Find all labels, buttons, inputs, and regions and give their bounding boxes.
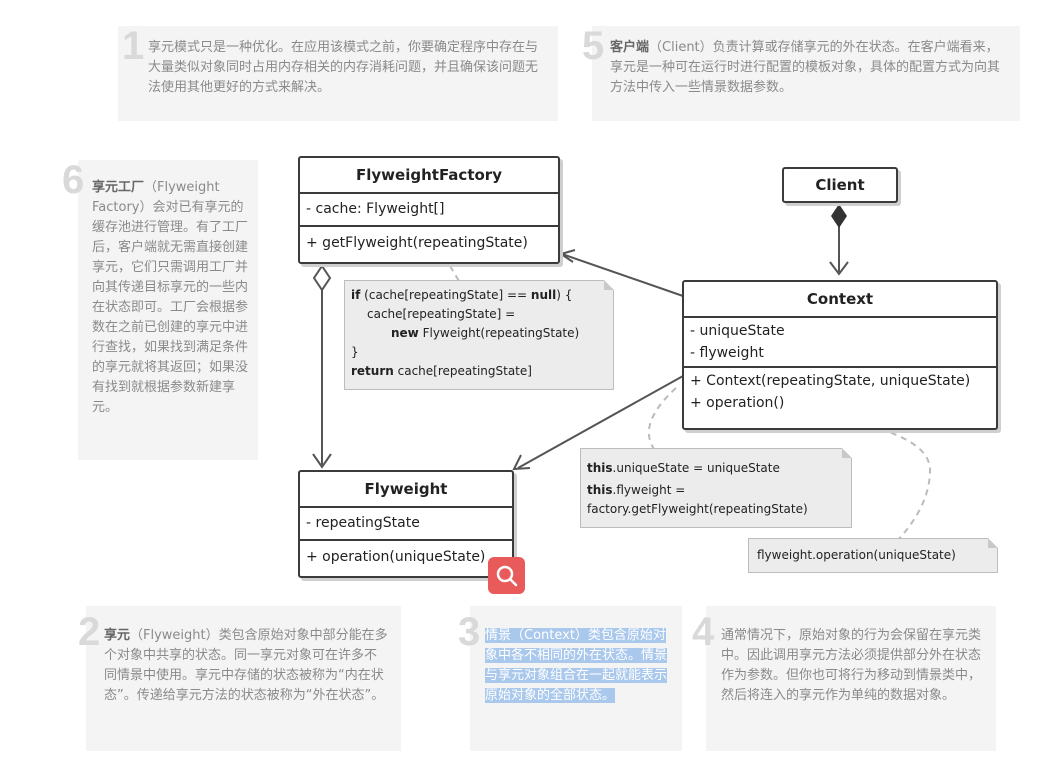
class-field: - repeatingState <box>306 515 420 531</box>
context-factory-link <box>561 253 684 297</box>
class-fields: - repeatingState <box>300 506 512 539</box>
note-bold: 客户端 <box>610 40 650 55</box>
note-text: 享元工厂（Flyweight Factory）会对已有享元的缓存池进行管理。有了… <box>92 178 254 418</box>
note-6: 6 享元工厂（Flyweight Factory）会对已有享元的缓存池进行管理。… <box>62 160 258 460</box>
note-number: 6 <box>62 158 85 202</box>
note-5: 5 客户端（Client）负责计算或存储享元的外在状态。在客户端看来，享元是一种… <box>582 26 1020 121</box>
class-flyweight: Flyweight - repeatingState + operation(u… <box>298 470 514 578</box>
class-name: FlyweightFactory <box>356 166 502 184</box>
class-fields: - cache: Flyweight[] <box>300 192 558 225</box>
note-text: 通常情况下，原始对象的行为会保留在享元类中。因此调用享元方法必须提供部分外在状态… <box>721 628 982 703</box>
note-2: 2 享元（Flyweight）类包含原始对象中部分能在多个对象中共享的状态。同一… <box>78 606 401 751</box>
class-name: Flyweight <box>364 480 448 498</box>
note-body: （Flyweight Factory）会对已有享元的缓存池进行管理。有了工厂后，… <box>92 180 249 415</box>
class-flyweight-factory: FlyweightFactory - cache: Flyweight[] + … <box>298 156 560 264</box>
code-line: return cache[repeatingState] <box>351 364 532 378</box>
code-line: this.flyweight = <box>587 483 686 497</box>
code-line: flyweight.operation(uniqueState) <box>757 548 956 562</box>
arrowhead-factory <box>558 249 576 263</box>
class-method: + Context(repeatingState, uniqueState) <box>690 373 971 389</box>
note-text: 享元（Flyweight）类包含原始对象中部分能在多个对象中共享的状态。同一享元… <box>104 626 389 706</box>
code-line: new Flyweight(repeatingState) <box>391 326 580 340</box>
note-number: 2 <box>78 610 101 654</box>
code-line: this.uniqueState = uniqueState <box>587 461 780 475</box>
note-number: 4 <box>692 610 715 654</box>
composition-diamond <box>831 204 847 228</box>
note-number: 5 <box>582 24 605 68</box>
class-field: - uniqueState <box>690 323 785 339</box>
class-field: - flyweight <box>690 345 764 361</box>
code-line: factory.getFlyweight(repeatingState) <box>587 502 808 516</box>
class-name: Client <box>815 176 865 194</box>
aggregation-diamond <box>312 264 332 292</box>
search-icon <box>496 565 518 587</box>
note-body: （Flyweight）类包含原始对象中部分能在多个对象中共享的状态。同一享元对象… <box>104 628 388 703</box>
arrowhead-context <box>829 261 849 276</box>
note-number: 3 <box>458 610 481 654</box>
class-methods: + Context(repeatingState, uniqueState) +… <box>684 366 996 416</box>
note-bold: 享元工厂 <box>92 180 145 195</box>
note-fold <box>842 448 852 458</box>
note-1: 1 享元模式只是一种优化。在应用该模式之前，你要确定程序中存在与大量类似对象同时… <box>118 26 558 121</box>
note-number: 1 <box>122 24 145 68</box>
arrowhead-flyweight-ctx <box>512 454 531 471</box>
operation-code-note: flyweight.operation(uniqueState) <box>748 538 998 573</box>
class-method: + getFlyweight(repeatingState) <box>306 235 528 251</box>
note-text: 享元模式只是一种优化。在应用该模式之前，你要确定程序中存在与大量类似对象同时占用… <box>148 40 539 95</box>
class-field: - cache: Flyweight[] <box>306 201 445 217</box>
factory-code-note: if (cache[repeatingState] == null) { cac… <box>344 280 614 390</box>
context-code-note: this.uniqueState = uniqueState this.flyw… <box>580 448 852 528</box>
class-name: Context <box>806 290 874 308</box>
arrowhead-flyweight-fac <box>312 453 332 469</box>
note-4: 4 通常情况下，原始对象的行为会保留在享元类中。因此调用享元方法必须提供部分外在… <box>692 606 996 751</box>
note-3: 3 情景（Context）类包含原始对象中各不相同的外在状态。情景与享元对象组合… <box>458 606 682 751</box>
note-body: （Client）负责计算或存储享元的外在状态。在客户端看来，享元是一种可在运行时… <box>610 40 1001 95</box>
dash-context-note <box>647 387 677 459</box>
search-button[interactable] <box>488 557 525 594</box>
dash-factory-note <box>449 265 463 287</box>
code-line: if (cache[repeatingState] == null) { <box>351 288 573 302</box>
note-bold: 享元 <box>104 628 131 643</box>
class-methods: + operation(uniqueState) <box>300 539 512 573</box>
class-context: Context - uniqueState - flyweight + Cont… <box>682 280 998 430</box>
note-fold <box>604 280 614 290</box>
code-line: cache[repeatingState] = <box>367 307 516 321</box>
class-method: + operation() <box>690 395 785 411</box>
class-fields: - uniqueState - flyweight <box>684 316 996 366</box>
context-flyweight-link <box>517 375 684 469</box>
class-client: Client <box>782 167 898 203</box>
note-fold <box>988 538 998 548</box>
note-text: 客户端（Client）负责计算或存储享元的外在状态。在客户端看来，享元是一种可在… <box>610 38 1010 98</box>
note-text: 情景（Context）类包含原始对象中各不相同的外在状态。情景与享元对象组合在一… <box>485 626 668 706</box>
class-method: + operation(uniqueState) <box>306 549 486 565</box>
code-line: } <box>351 345 359 359</box>
class-methods: + getFlyweight(repeatingState) <box>300 225 558 259</box>
